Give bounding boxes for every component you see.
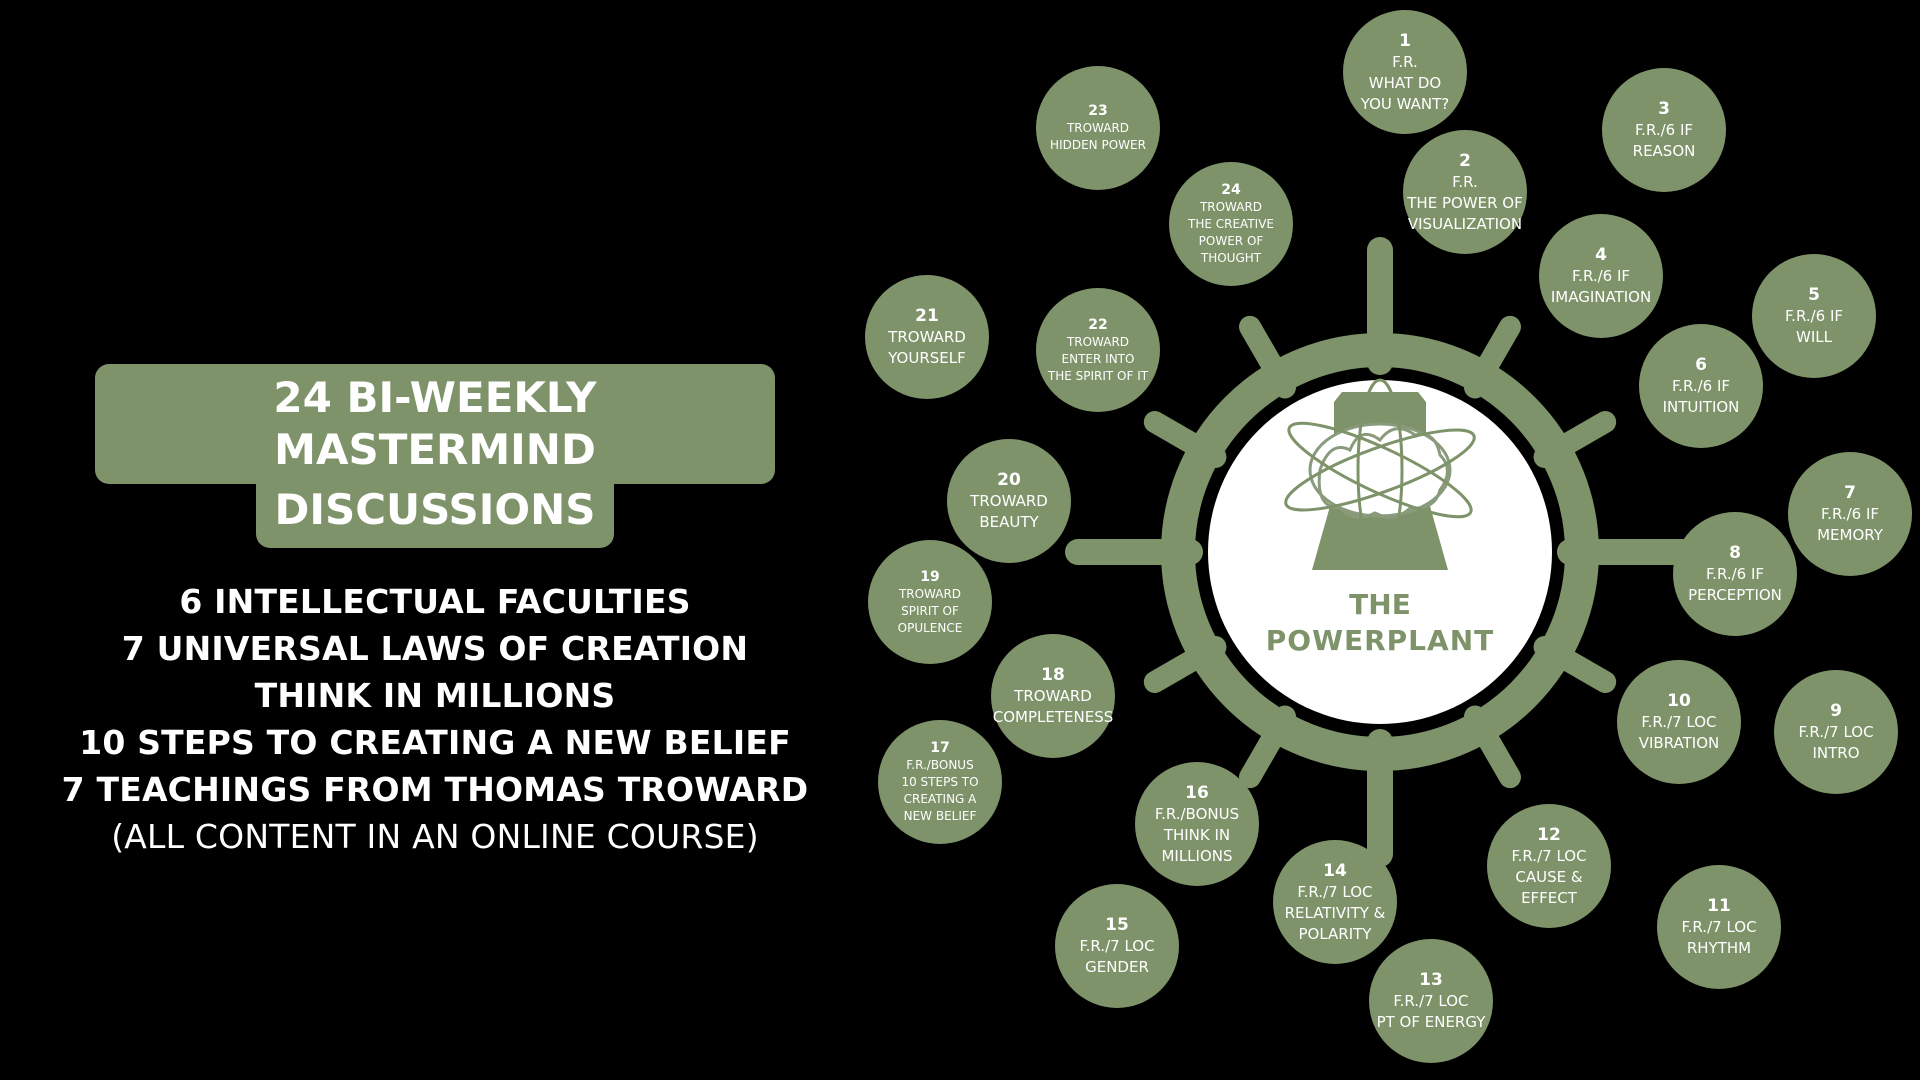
session-number: 18 xyxy=(1041,664,1065,686)
session-label: F.R./7 LOC RHYTHM xyxy=(1681,917,1756,959)
session-number: 2 xyxy=(1459,150,1471,172)
session-label: TROWARD COMPLETENESS xyxy=(993,686,1113,728)
session-number: 1 xyxy=(1399,30,1411,52)
session-label: F.R./7 LOC VIBRATION xyxy=(1639,712,1720,754)
session-number: 10 xyxy=(1667,690,1691,712)
session-number: 21 xyxy=(915,305,939,327)
session-number: 13 xyxy=(1419,969,1443,991)
session-label: F.R./7 LOC PT OF ENERGY xyxy=(1377,991,1486,1033)
session-label: F.R./BONUS THINK IN MILLIONS xyxy=(1155,804,1239,867)
session-number: 11 xyxy=(1707,895,1731,917)
session-label: F.R./BONUS 10 STEPS TO CREATING A NEW BE… xyxy=(901,757,978,825)
session-label: F.R./7 LOC CAUSE & EFFECT xyxy=(1511,846,1586,909)
session-number: 8 xyxy=(1729,542,1741,564)
session-number: 3 xyxy=(1658,98,1670,120)
session-label: F.R./6 IF IMAGINATION xyxy=(1551,266,1651,308)
session-number: 12 xyxy=(1537,824,1561,846)
session-label: F.R. WHAT DO YOU WANT? xyxy=(1361,52,1450,115)
session-number: 16 xyxy=(1185,782,1209,804)
session-number: 14 xyxy=(1323,860,1347,882)
session-number: 4 xyxy=(1595,244,1607,266)
session-label: TROWARD YOURSELF xyxy=(888,327,966,369)
session-label: TROWARD THE CREATIVE POWER OF THOUGHT xyxy=(1188,199,1274,267)
session-number: 15 xyxy=(1105,914,1129,936)
session-number: 17 xyxy=(930,739,949,757)
session-number: 7 xyxy=(1844,482,1856,504)
session-number: 9 xyxy=(1830,700,1842,722)
session-label: F.R./6 IF INTUITION xyxy=(1663,376,1740,418)
center-label-line-2: POWERPLANT xyxy=(1230,623,1530,659)
session-label: TROWARD SPIRIT OF OPULENCE xyxy=(898,586,963,637)
session-label: F.R./6 IF PERCEPTION xyxy=(1688,564,1782,606)
session-number: 20 xyxy=(997,469,1021,491)
session-label: F.R./6 IF REASON xyxy=(1633,120,1696,162)
center-label: THE POWERPLANT xyxy=(1230,587,1530,659)
session-number: 22 xyxy=(1088,316,1107,334)
session-label: TROWARD BEAUTY xyxy=(970,491,1048,533)
session-label: F.R./7 LOC RELATIVITY & POLARITY xyxy=(1285,882,1386,945)
session-label: F.R./7 LOC GENDER xyxy=(1079,936,1154,978)
session-number: 23 xyxy=(1088,102,1107,120)
session-label: F.R./6 IF WILL xyxy=(1785,306,1843,348)
center-label-line-1: THE xyxy=(1230,587,1530,623)
session-number: 6 xyxy=(1695,354,1707,376)
session-label: F.R./7 LOC INTRO xyxy=(1798,722,1873,764)
session-label: TROWARD HIDDEN POWER xyxy=(1050,120,1146,154)
session-label: F.R. THE POWER OF VISUALIZATION xyxy=(1407,172,1522,235)
session-number: 24 xyxy=(1221,181,1240,199)
session-number: 19 xyxy=(920,568,939,586)
session-number: 5 xyxy=(1808,284,1820,306)
session-label: F.R./6 IF MEMORY xyxy=(1817,504,1883,546)
session-label: TROWARD ENTER INTO THE SPIRIT OF IT xyxy=(1048,334,1148,385)
